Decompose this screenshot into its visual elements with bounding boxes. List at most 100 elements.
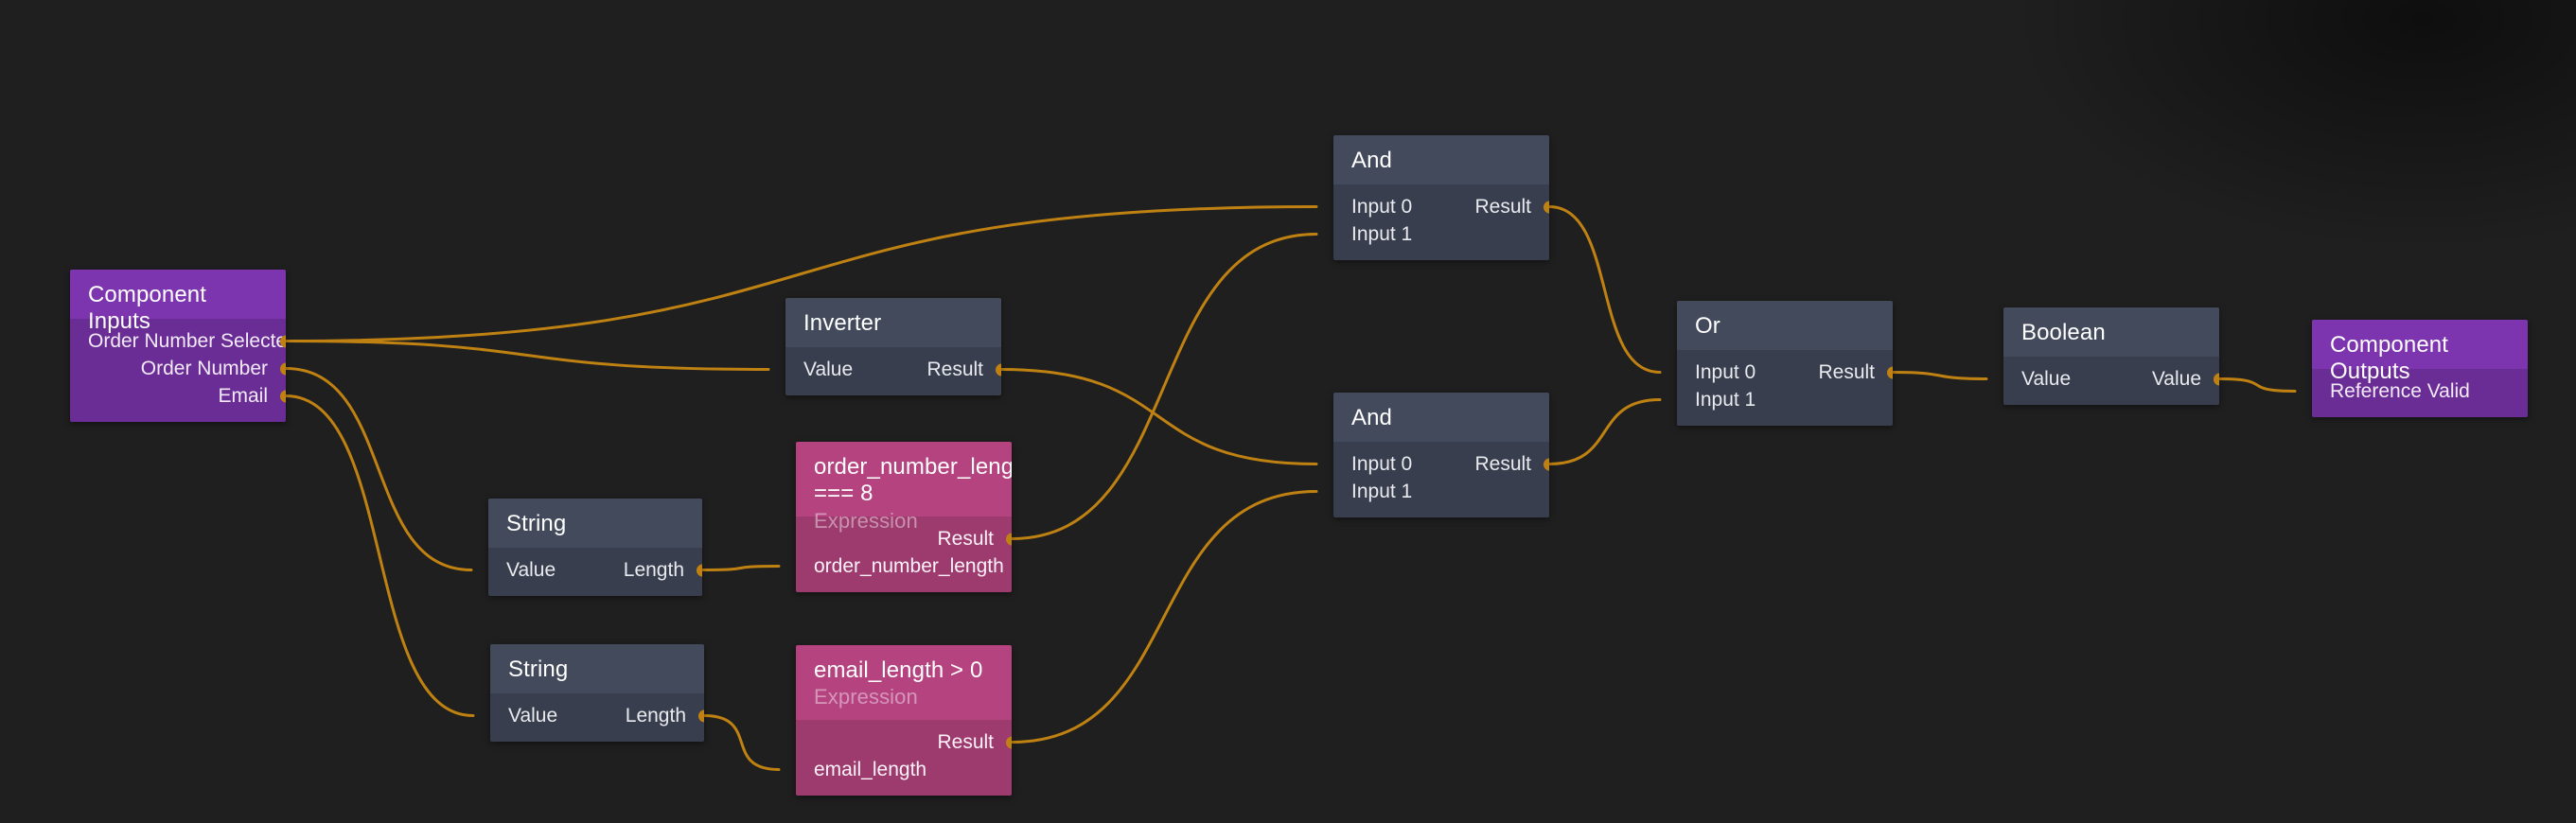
output-pin-dot[interactable] — [2214, 373, 2219, 385]
output-pin-label-email[interactable]: Email — [218, 384, 268, 407]
output-pin-dot[interactable] — [280, 362, 286, 375]
connection-wire[interactable] — [702, 714, 781, 771]
node-row: Result — [796, 525, 1012, 552]
node-row: Input 1 — [1333, 478, 1549, 505]
input-pin-label-value[interactable]: Value — [803, 358, 854, 380]
output-pin-label-result[interactable]: Result — [937, 527, 994, 550]
node-row: Input 0 Result — [1677, 359, 1893, 386]
output-pin-dot[interactable] — [698, 709, 704, 722]
node-subtitle: Expression — [814, 685, 918, 709]
node-header-and-2[interactable]: And — [1333, 393, 1549, 442]
node-subtitle: Expression — [814, 508, 918, 533]
node-row: Order Number — [70, 355, 286, 382]
output-pin-dot[interactable] — [280, 390, 286, 402]
output-pin-dot[interactable] — [1006, 736, 1012, 748]
connection-wire[interactable] — [284, 367, 473, 571]
node-row: Value Value — [2003, 365, 2219, 393]
connection-wire[interactable] — [284, 394, 475, 717]
input-pin-label-value[interactable]: Value — [508, 704, 558, 727]
node-header-component-outputs[interactable]: Component Outputs — [2312, 320, 2528, 384]
output-pin-dot[interactable] — [996, 363, 1001, 376]
output-pin-dot[interactable] — [697, 564, 702, 576]
output-pin-label-result[interactable]: Result — [1474, 195, 1531, 218]
connection-wire[interactable] — [999, 368, 1318, 465]
output-pin-label-value[interactable]: Value — [2151, 367, 2201, 390]
node-title: order_number_length === 8 — [814, 454, 1012, 507]
node-row: Input 1 — [1333, 220, 1549, 248]
node-title: String — [506, 511, 567, 536]
input-pin-label-reference-valid[interactable]: Reference Valid — [2330, 379, 2470, 402]
output-pin-dot[interactable] — [1887, 366, 1893, 378]
output-pin-dot[interactable] — [1544, 458, 1549, 470]
connection-wire[interactable] — [284, 340, 770, 371]
node-row: Input 0 Result — [1333, 193, 1549, 220]
input-pin-label-value[interactable]: Value — [506, 558, 556, 581]
input-pin-label-input-0[interactable]: Input 0 — [1351, 452, 1413, 475]
node-row: Input 1 — [1677, 386, 1893, 413]
output-pin-dot[interactable] — [1006, 533, 1012, 545]
node-row: Result — [796, 728, 1012, 756]
node-header-inverter[interactable]: Inverter — [785, 298, 1001, 347]
node-row: Value Length — [490, 702, 704, 729]
input-pin-label-email-length[interactable]: email_length — [814, 758, 927, 780]
node-body-boolean: Value Value — [2003, 357, 2219, 405]
input-pin-label-input-1[interactable]: Input 1 — [1695, 388, 1756, 411]
node-body-expression-email-length: Result email_length — [796, 720, 1012, 796]
output-pin-label-length[interactable]: Length — [623, 558, 684, 581]
connection-wire[interactable] — [1547, 205, 1662, 374]
connection-wire[interactable] — [1010, 490, 1318, 744]
output-pin-label-length[interactable]: Length — [625, 704, 686, 727]
node-header-string-email[interactable]: String — [490, 644, 704, 693]
input-pin-label-input-0[interactable]: Input 0 — [1351, 195, 1413, 218]
input-pin-label-input-1[interactable]: Input 1 — [1351, 222, 1413, 245]
node-header-component-inputs[interactable]: Component Inputs — [70, 270, 286, 334]
node-title: Inverter — [803, 310, 882, 336]
input-pin-label-order-number-length[interactable]: order_number_length — [814, 554, 1004, 577]
output-pin-dot[interactable] — [280, 335, 286, 347]
connection-wire[interactable] — [700, 565, 781, 571]
connection-wire[interactable] — [2217, 377, 2297, 393]
node-title: Boolean — [2021, 320, 2106, 345]
node-row: order_number_length — [796, 552, 1012, 580]
connection-wire[interactable] — [1547, 398, 1662, 465]
node-header-or[interactable]: Or — [1677, 301, 1893, 350]
output-pin-label-order-number[interactable]: Order Number — [140, 357, 268, 379]
output-pin-label-order-number-selected[interactable]: Order Number Selected — [88, 329, 286, 352]
input-pin-label-input-1[interactable]: Input 1 — [1351, 480, 1413, 502]
connection-wire[interactable] — [1891, 371, 1988, 380]
node-title: And — [1351, 405, 1393, 430]
output-pin-label-result[interactable]: Result — [926, 358, 983, 380]
node-row: Order Number Selected — [70, 327, 286, 355]
output-pin-label-result[interactable]: Result — [1474, 452, 1531, 475]
node-body-inverter: Value Result — [785, 347, 1001, 395]
node-title: email_length > 0 — [814, 657, 983, 683]
node-body-string-order-number: Value Length — [488, 548, 702, 596]
input-pin-label-input-0[interactable]: Input 0 — [1695, 360, 1756, 383]
node-body-expression-order-number-length: Result order_number_length — [796, 517, 1012, 592]
node-header-and-1[interactable]: And — [1333, 135, 1549, 184]
node-header-boolean[interactable]: Boolean — [2003, 307, 2219, 357]
input-pin-label-value[interactable]: Value — [2021, 367, 2072, 390]
node-row: email_length — [796, 756, 1012, 783]
output-pin-label-result[interactable]: Result — [1818, 360, 1875, 383]
connection-wire[interactable] — [1010, 233, 1318, 540]
output-pin-dot[interactable] — [1544, 201, 1549, 213]
node-header-string-order-number[interactable]: String — [488, 499, 702, 548]
output-pin-label-result[interactable]: Result — [937, 730, 994, 753]
